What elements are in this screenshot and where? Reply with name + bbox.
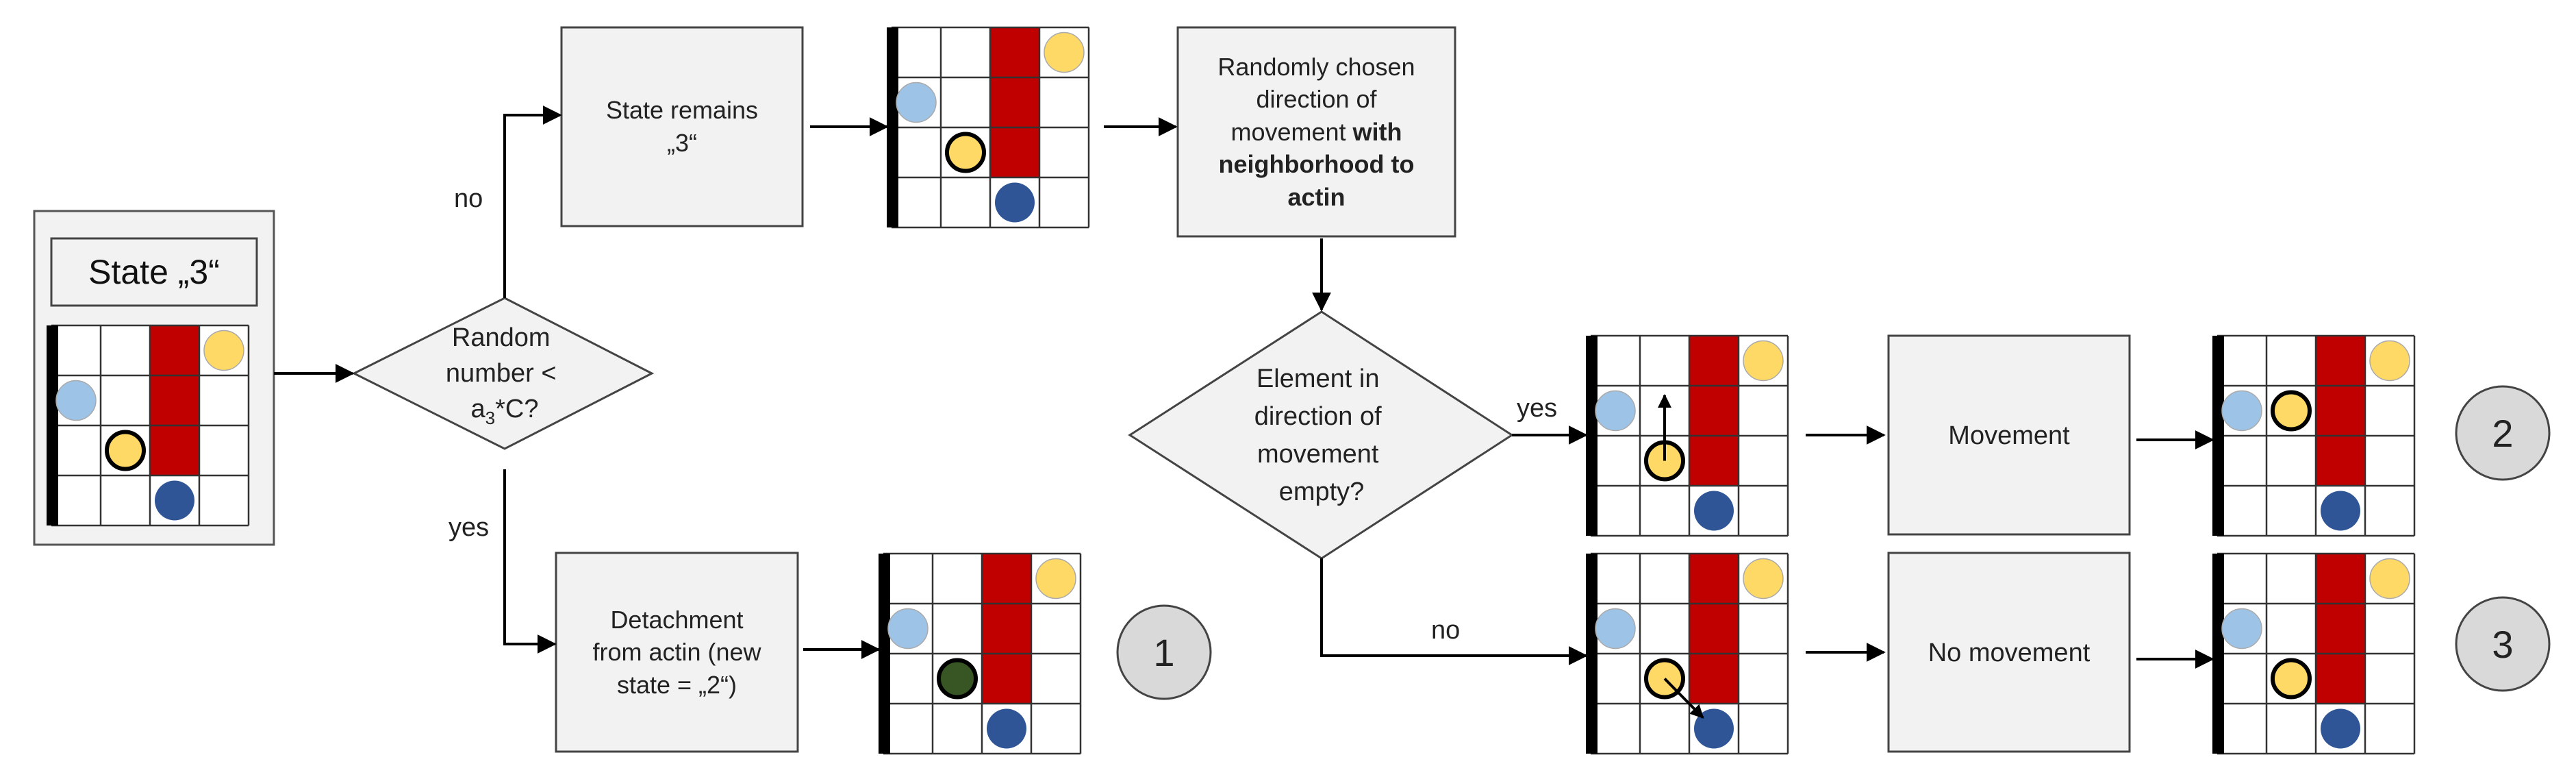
particle-active	[2271, 658, 2312, 700]
actin-filament	[2316, 554, 2365, 704]
membrane-bar	[1586, 554, 1598, 754]
particle-yellow-corner	[1044, 32, 1085, 73]
decision-random-a: a	[471, 395, 486, 423]
random-dir-line5: actin	[1287, 182, 1346, 211]
edge-label-yes-bottom: yes	[449, 513, 489, 542]
particle-dark-blue	[987, 708, 1026, 749]
arrow-decision-to-remains	[503, 106, 562, 298]
edge-label-no-right: no	[1431, 616, 1460, 645]
particle-yellow-corner	[2369, 340, 2410, 382]
state-title-box	[50, 237, 258, 307]
decision-random-line2: number <	[446, 359, 557, 388]
no-movement-label: No movement	[1928, 639, 2091, 667]
element-line2: direction of	[1254, 402, 1382, 431]
actin-filament	[1689, 336, 1739, 486]
detachment-line3: state = „2“)	[616, 670, 737, 699]
edge-label-no-top: no	[454, 184, 483, 213]
membrane-bar	[1586, 336, 1598, 536]
particle-dark-blue	[995, 182, 1035, 223]
particle-active	[945, 132, 986, 173]
outcome-3: 3	[2455, 596, 2551, 692]
grid-element-yes	[1586, 334, 1789, 537]
decision-random-sub: 3	[485, 408, 495, 428]
membrane-bar	[879, 554, 890, 754]
outcome-1: 1	[1116, 604, 1212, 700]
particle-active	[105, 430, 146, 471]
actin-filament	[1689, 554, 1739, 704]
particle-yellow-corner	[1035, 558, 1076, 599]
particle-yellow-corner	[203, 330, 244, 371]
detachment-line1: Detachment	[610, 605, 744, 634]
actin-filament	[982, 554, 1031, 704]
particle-light-blue	[887, 608, 929, 650]
direction-arrow	[1663, 678, 1704, 719]
state-title: State „3“	[88, 253, 220, 291]
edge-label-yes-right: yes	[1517, 394, 1557, 423]
box-no-movement: No movement	[1887, 552, 2131, 753]
decision-random-rest: *C?	[495, 395, 538, 423]
decision-random-number	[351, 297, 655, 450]
arrow-decision-to-detachment	[503, 469, 557, 654]
grid-movement-result	[2212, 334, 2416, 537]
particle-light-blue	[2221, 390, 2262, 432]
particle-light-blue	[2221, 608, 2262, 650]
actin-filament	[990, 27, 1039, 177]
random-dir-line3-normal: movement	[1230, 117, 1353, 146]
particle-dark-blue	[155, 480, 194, 521]
particle-light-blue	[1595, 390, 1636, 432]
connectors	[274, 106, 2214, 669]
particle-dark-blue	[1694, 708, 1734, 749]
box-detachment: Detachment from actin (new state = „2“)	[555, 552, 799, 753]
actin-filament	[2316, 336, 2365, 486]
random-dir-line4: neighborhood to	[1218, 150, 1415, 179]
random-dir-line2: direction of	[1256, 85, 1377, 114]
grid-no-movement-result	[2212, 552, 2416, 755]
particle-yellow-corner	[2369, 558, 2410, 599]
random-dir-line1: Randomly chosen	[1217, 52, 1415, 81]
particle-dark-blue	[2321, 491, 2360, 531]
grid-state-remains	[887, 26, 1090, 229]
decision-element-text: Element in direction of movement empty?	[1254, 364, 1389, 506]
particle-light-blue	[1595, 608, 1636, 650]
outcome-1-label: 1	[1153, 631, 1174, 674]
particle-yellow-corner	[1743, 558, 1784, 599]
arrow-decision-no	[1320, 558, 1588, 665]
grid-detachment	[879, 552, 1082, 755]
particle-light-blue	[55, 380, 97, 421]
state-remains-line1: State remains	[605, 96, 759, 125]
membrane-bar	[47, 325, 58, 525]
random-dir-line3-bold: with	[1352, 117, 1402, 146]
element-line3: movement	[1257, 440, 1379, 469]
outcome-3-label: 3	[2492, 623, 2513, 666]
membrane-bar	[2212, 336, 2224, 536]
box-random-direction: Randomly chosen direction of movement wi…	[1176, 26, 1456, 238]
grid-initial	[47, 324, 250, 527]
element-line4: empty?	[1279, 478, 1365, 506]
box-movement: Movement	[1887, 334, 2131, 536]
box-state-remains: State remains „3“	[560, 26, 804, 227]
particle-detached	[937, 658, 978, 700]
particle-dark-blue	[2321, 708, 2360, 749]
membrane-bar	[2212, 554, 2224, 754]
outcome-2-label: 2	[2492, 412, 2513, 455]
particle-yellow-corner	[1743, 340, 1784, 382]
particle-light-blue	[896, 82, 937, 123]
decision-random-line1: Random	[452, 323, 551, 352]
element-line1: Element in	[1257, 364, 1380, 393]
particle-active	[2271, 390, 2312, 432]
outcome-2: 2	[2455, 385, 2551, 481]
decision-element-empty	[1128, 310, 1514, 560]
particle-dark-blue	[1694, 491, 1734, 531]
movement-label: Movement	[1948, 421, 2070, 450]
state-remains-line2: „3“	[666, 129, 697, 157]
detachment-line2: from actin (new	[592, 638, 761, 667]
decision-random-text: Random number < a3*C?	[446, 323, 564, 428]
membrane-bar	[887, 27, 898, 227]
actin-filament	[150, 325, 199, 475]
grid-element-no	[1586, 552, 1789, 755]
